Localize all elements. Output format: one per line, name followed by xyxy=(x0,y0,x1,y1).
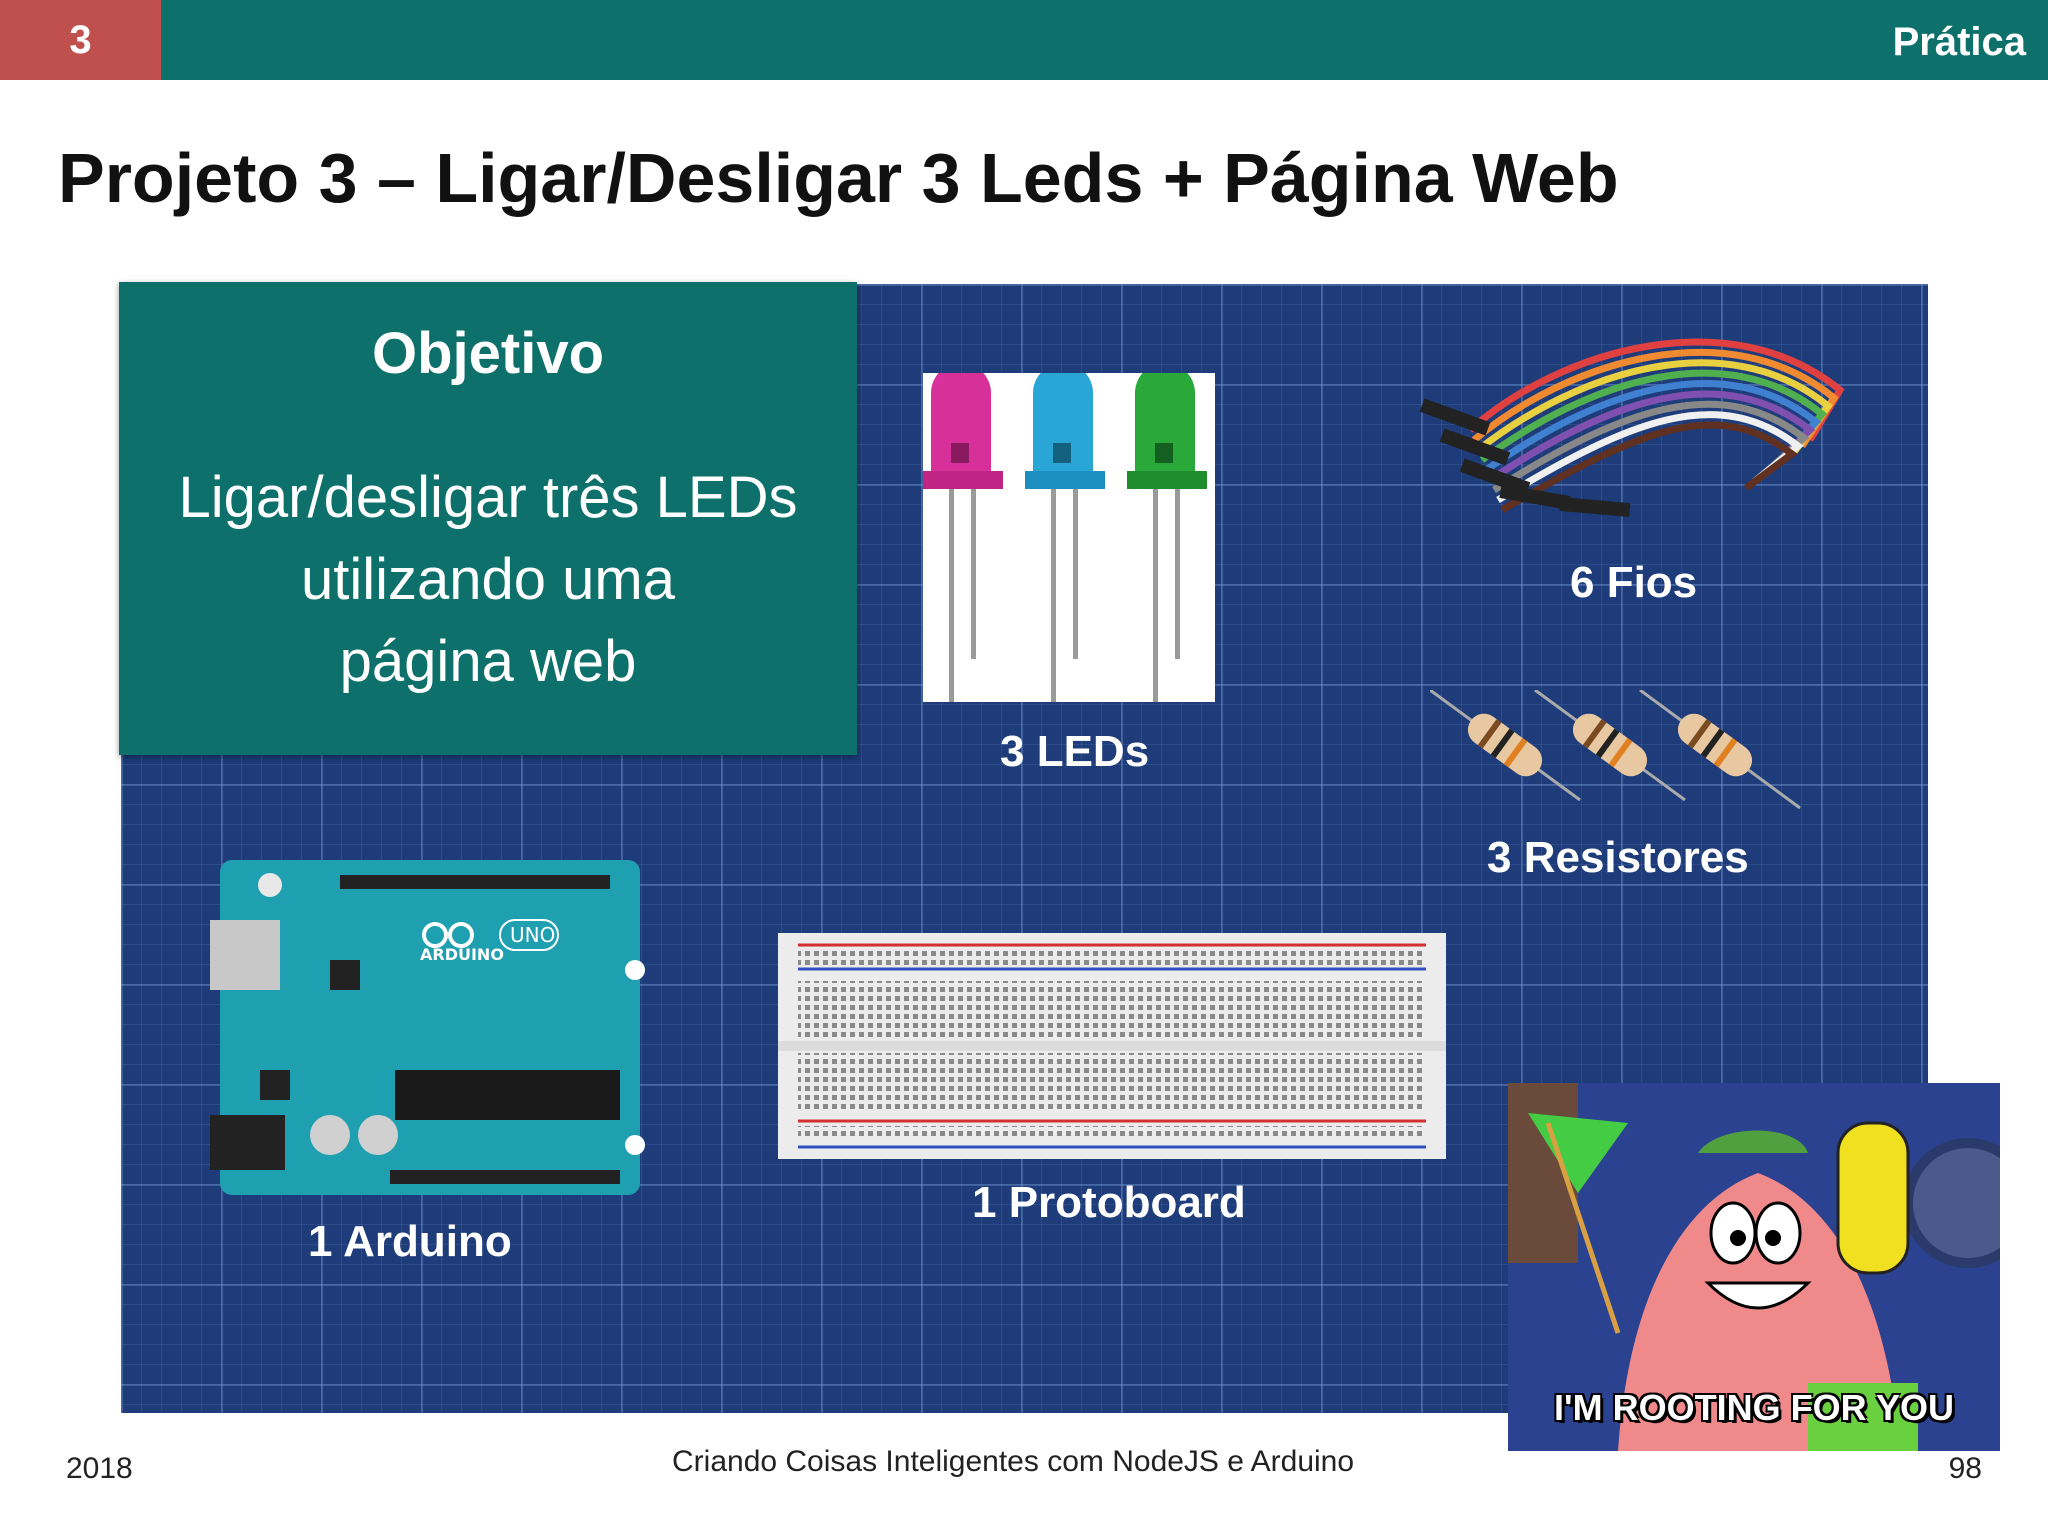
arduino-label: 1 Arduino xyxy=(308,1217,512,1266)
protoboard-icon xyxy=(778,933,1446,1159)
blue-led-icon xyxy=(1025,363,1105,702)
pink-led-icon xyxy=(923,363,1003,702)
objective-line-2: utilizando uma xyxy=(301,547,675,612)
arduino-board-icon: ARDUINO UNO xyxy=(210,860,645,1195)
objective-line-1: Ligar/desligar três LEDs xyxy=(178,465,798,530)
footer-course: Criando Coisas Inteligentes com NodeJS e… xyxy=(672,1445,1355,1478)
slide-title: Projeto 3 – Ligar/Desligar 3 Leds + Pági… xyxy=(58,139,1619,217)
jumper-wires-icon xyxy=(1419,338,1845,518)
objective-line-3: página web xyxy=(339,629,637,694)
green-led-icon xyxy=(1127,363,1207,702)
leds-image xyxy=(923,363,1215,702)
section-number: 3 xyxy=(0,0,161,80)
footer-year: 2018 xyxy=(66,1452,133,1485)
svg-text:ARDUINO: ARDUINO xyxy=(420,945,504,964)
objective-text: Ligar/desligar três LEDs utilizando uma … xyxy=(119,457,857,703)
objective-heading: Objetivo xyxy=(371,321,605,386)
resistors-label: 3 Resistores xyxy=(1487,833,1749,882)
header-bar xyxy=(0,0,2048,80)
footer-page-number: 98 xyxy=(1948,1452,1982,1485)
section-title: Prática xyxy=(1892,20,2026,64)
leds-label: 3 LEDs xyxy=(1000,727,1150,776)
patrick-star-cheering-icon xyxy=(1508,1083,2000,1451)
resistors-icon xyxy=(1430,690,1801,810)
wires-label: 6 Fios xyxy=(1570,558,1698,607)
meme-caption: I'M ROOTING FOR YOU xyxy=(1554,1387,1954,1428)
svg-text:UNO: UNO xyxy=(510,923,555,947)
objective-box: Objetivo Ligar/desligar três LEDs utiliz… xyxy=(119,282,857,755)
meme-image: I'M ROOTING FOR YOU xyxy=(1508,1083,2000,1451)
protoboard-label: 1 Protoboard xyxy=(972,1178,1246,1227)
